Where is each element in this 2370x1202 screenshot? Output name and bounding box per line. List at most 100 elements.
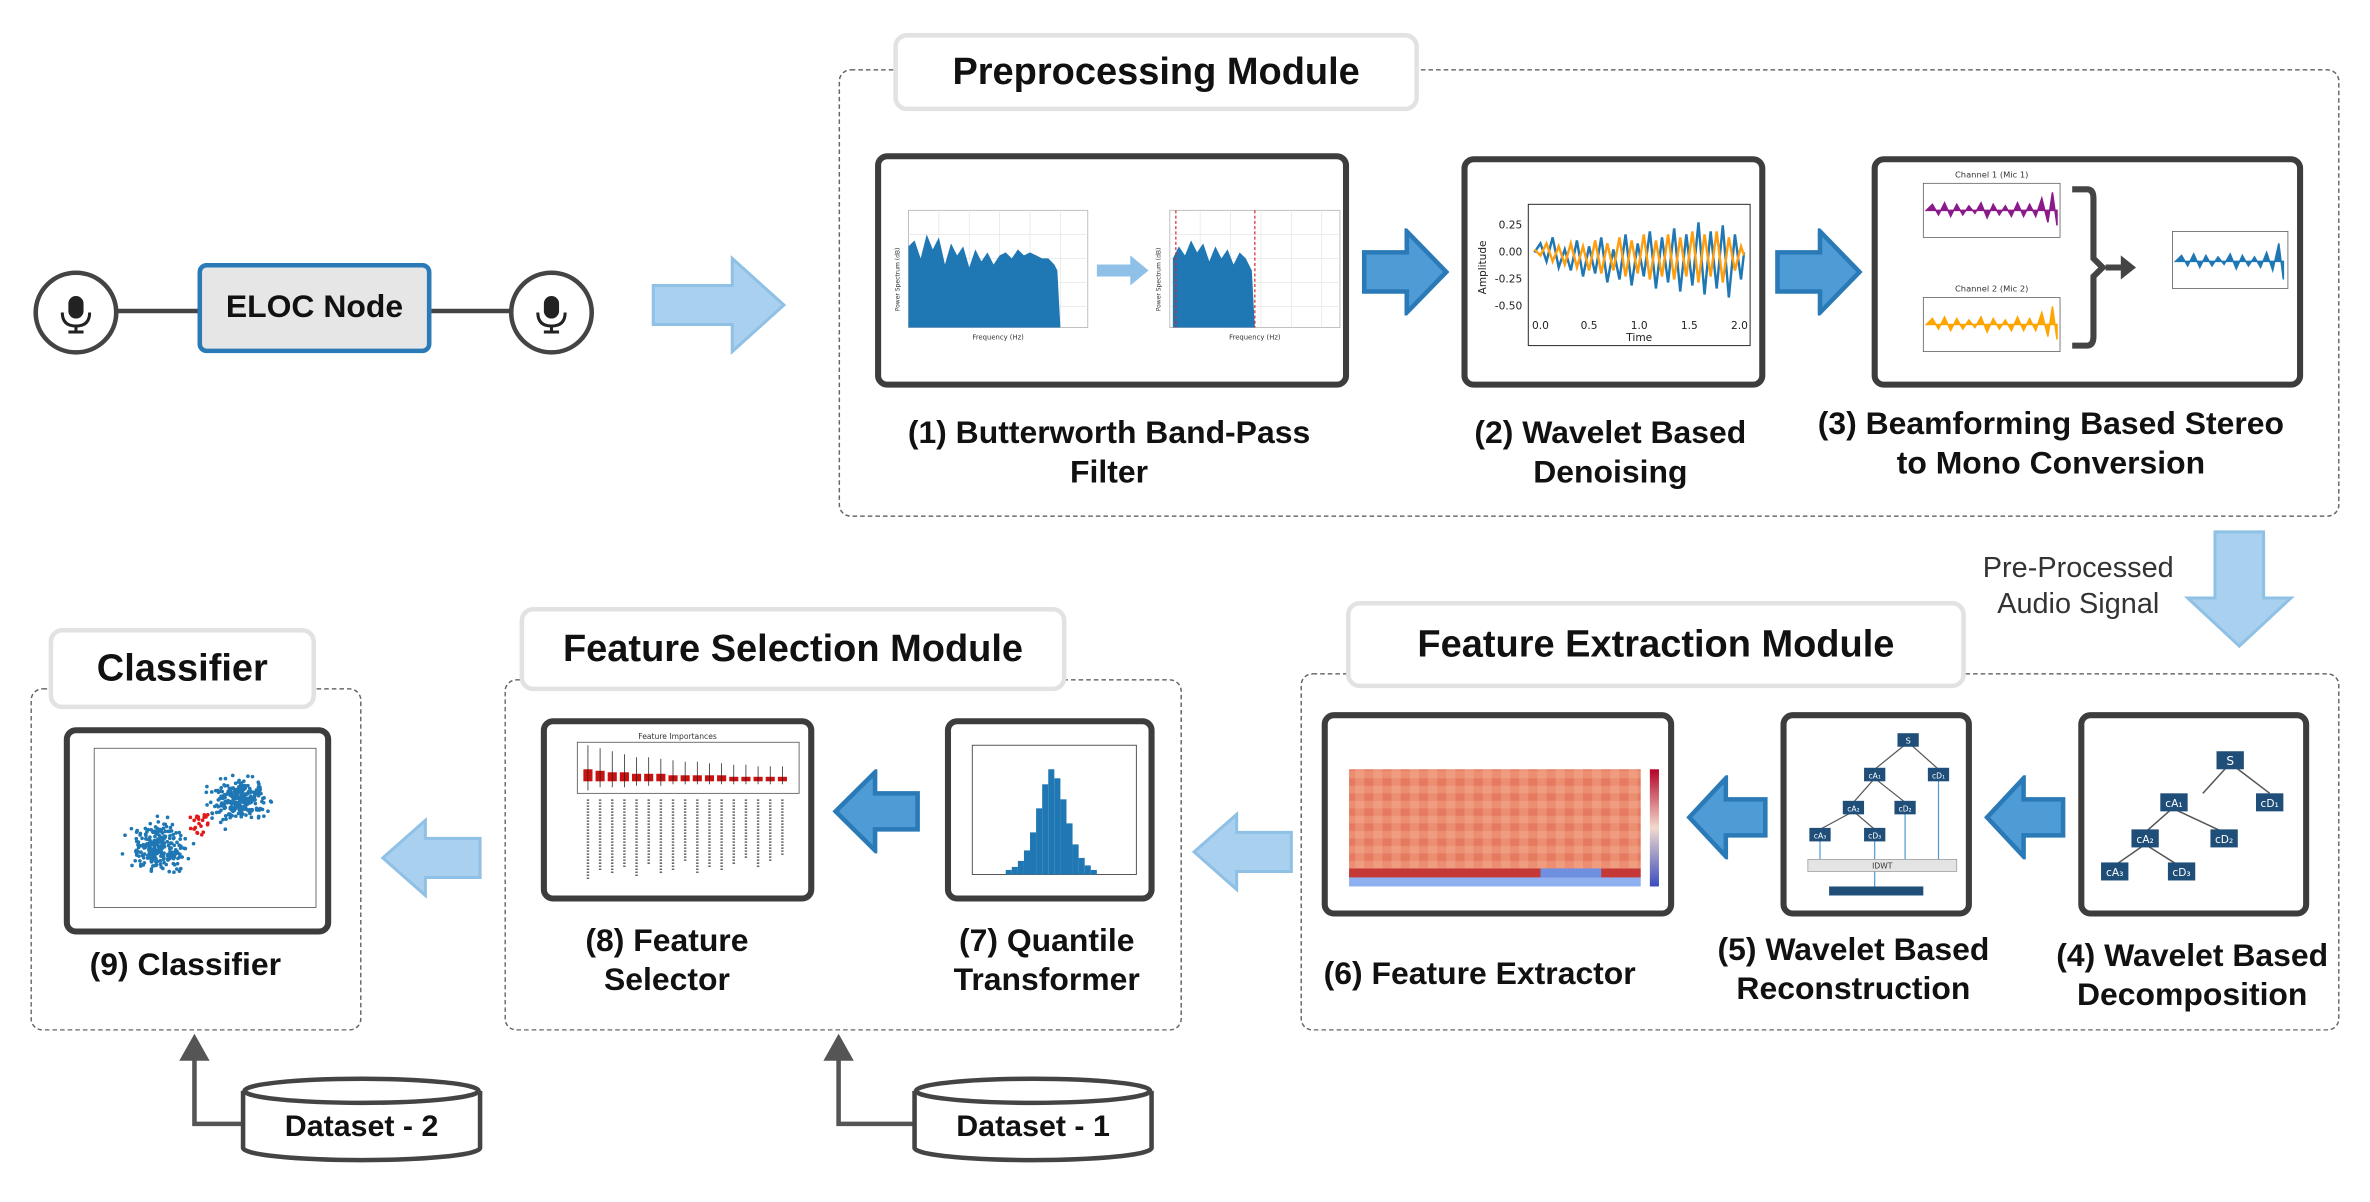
channel-2-title: Channel 2 (Mic 2) [1955, 284, 2028, 294]
quantile-transformer-card [944, 718, 1155, 902]
scatter-point [165, 839, 170, 844]
recon-node-0: cA₁ [1868, 771, 1880, 780]
scatter-point [242, 807, 246, 811]
scatter-point [266, 809, 270, 814]
scatter-point [239, 806, 243, 811]
preprocessed-signal-line2: Audio Signal [1997, 588, 2160, 621]
scatter-point [216, 790, 221, 795]
scatter-point [209, 790, 214, 794]
scatter-point [159, 835, 164, 840]
preprocessed-signal-line1: Pre-Processed [1982, 552, 2174, 585]
step-8-caption: (8) Feature Selector [553, 923, 781, 1001]
scatter-point [223, 784, 227, 788]
cluster-scatter-thumbnail [93, 747, 317, 908]
scatter-point [168, 841, 173, 845]
scatter-point [242, 795, 247, 799]
scatter-point [175, 840, 179, 845]
scatter-point [239, 814, 244, 819]
scatter-point [230, 813, 234, 818]
step-5-caption-line2: Reconstruction [1736, 972, 1971, 1007]
scatter-point [138, 859, 142, 863]
scatter-point [261, 800, 266, 805]
dataset-1-cylinder: Dataset - 1 [912, 1076, 1154, 1163]
classifier-module-title: Classifier [48, 628, 316, 710]
scatter-point [153, 834, 157, 839]
scatter-point [206, 821, 210, 826]
decomp-root-label: S [2226, 754, 2234, 768]
denoise-xtick-0: 0.0 [1532, 320, 1549, 332]
butterworth-xlabel-2: Frequency (Hz) [1229, 334, 1281, 342]
step-1-caption-line1: (1) Butterworth Band-Pass [907, 416, 1311, 451]
feature-selector-card: Feature Importances [540, 718, 815, 902]
scatter-point [237, 778, 241, 783]
step-8-caption-line1: (8) Feature [585, 924, 749, 959]
feature-importance-title: Feature Importances [638, 732, 717, 741]
step-7-caption-line2: Transformer [953, 963, 1140, 998]
scatter-point [172, 835, 176, 840]
scatter-point [240, 791, 245, 795]
scatter-point [175, 861, 180, 866]
arrow-left-icon [1191, 811, 1293, 893]
scatter-point [151, 830, 155, 834]
scatter-point [172, 843, 177, 848]
scatter-point [161, 826, 166, 831]
microphone-icon [536, 295, 567, 334]
scatter-point [145, 856, 150, 860]
scatter-point [223, 814, 228, 818]
butterworth-spectrum-thumbnail: Power Spectrum (dB) Frequency (Hz) Power… [894, 209, 1341, 342]
scatter-point [134, 853, 139, 857]
step-8-caption-line2: Selector [603, 963, 730, 998]
denoise-ytick-1: 0.00 [1499, 246, 1523, 258]
scatter-point [232, 797, 236, 801]
arrow-down-icon [2183, 530, 2295, 649]
dataset-1-label: Dataset - 1 [956, 1110, 1110, 1143]
decomp-node-1: cD₁ [2261, 798, 2279, 810]
scatter-point [172, 870, 176, 875]
scatter-point [183, 836, 188, 841]
scatter-point [123, 833, 127, 838]
scatter-point [177, 843, 181, 847]
scatter-point [248, 811, 252, 816]
scatter-point [145, 853, 150, 858]
scatter-point [162, 860, 166, 865]
scatter-point [244, 813, 248, 817]
scatter-point [158, 862, 163, 866]
scatter-point [173, 853, 177, 857]
scatter-point [221, 817, 225, 822]
scatter-point [153, 825, 158, 829]
scatter-point [257, 790, 262, 794]
scatter-point [192, 818, 196, 823]
scatter-point [171, 856, 176, 861]
scatter-point [142, 852, 147, 856]
scatter-point [219, 785, 224, 790]
feature-heatmap-thumbnail [1349, 769, 1659, 887]
scatter-point [143, 844, 148, 849]
step-4-caption-line1: (4) Wavelet Based [2056, 939, 2329, 974]
arrow-left-icon [1984, 775, 2066, 860]
scatter-point [134, 830, 139, 834]
scatter-point [212, 804, 217, 809]
scatter-point [176, 856, 180, 861]
scatter-point [219, 803, 224, 808]
step-7-caption-line1: (7) Quantile [958, 924, 1135, 959]
scatter-point [224, 817, 228, 821]
eloc-node: ELOC Node [197, 262, 432, 354]
denoise-xtick-4: 2.0 [1731, 320, 1748, 332]
step-5-caption: (5) Wavelet Based Reconstruction [1698, 932, 2008, 1010]
scatter-point [220, 789, 225, 794]
beamforming-card: Channel 1 (Mic 1) Channel 2 (Mic 2) [1871, 156, 2304, 388]
scatter-point [243, 804, 248, 809]
scatter-point [144, 833, 148, 838]
scatter-point [230, 773, 235, 778]
scatter-point [210, 811, 214, 815]
scatter-point [243, 800, 247, 804]
denoise-ytick-3: -0.50 [1495, 301, 1523, 313]
scatter-point [237, 811, 242, 815]
scatter-point [148, 848, 153, 853]
scatter-point [148, 835, 152, 839]
scatter-point [269, 800, 274, 804]
scatter-point [223, 792, 228, 797]
scatter-point [253, 801, 258, 806]
scatter-point [154, 831, 159, 836]
